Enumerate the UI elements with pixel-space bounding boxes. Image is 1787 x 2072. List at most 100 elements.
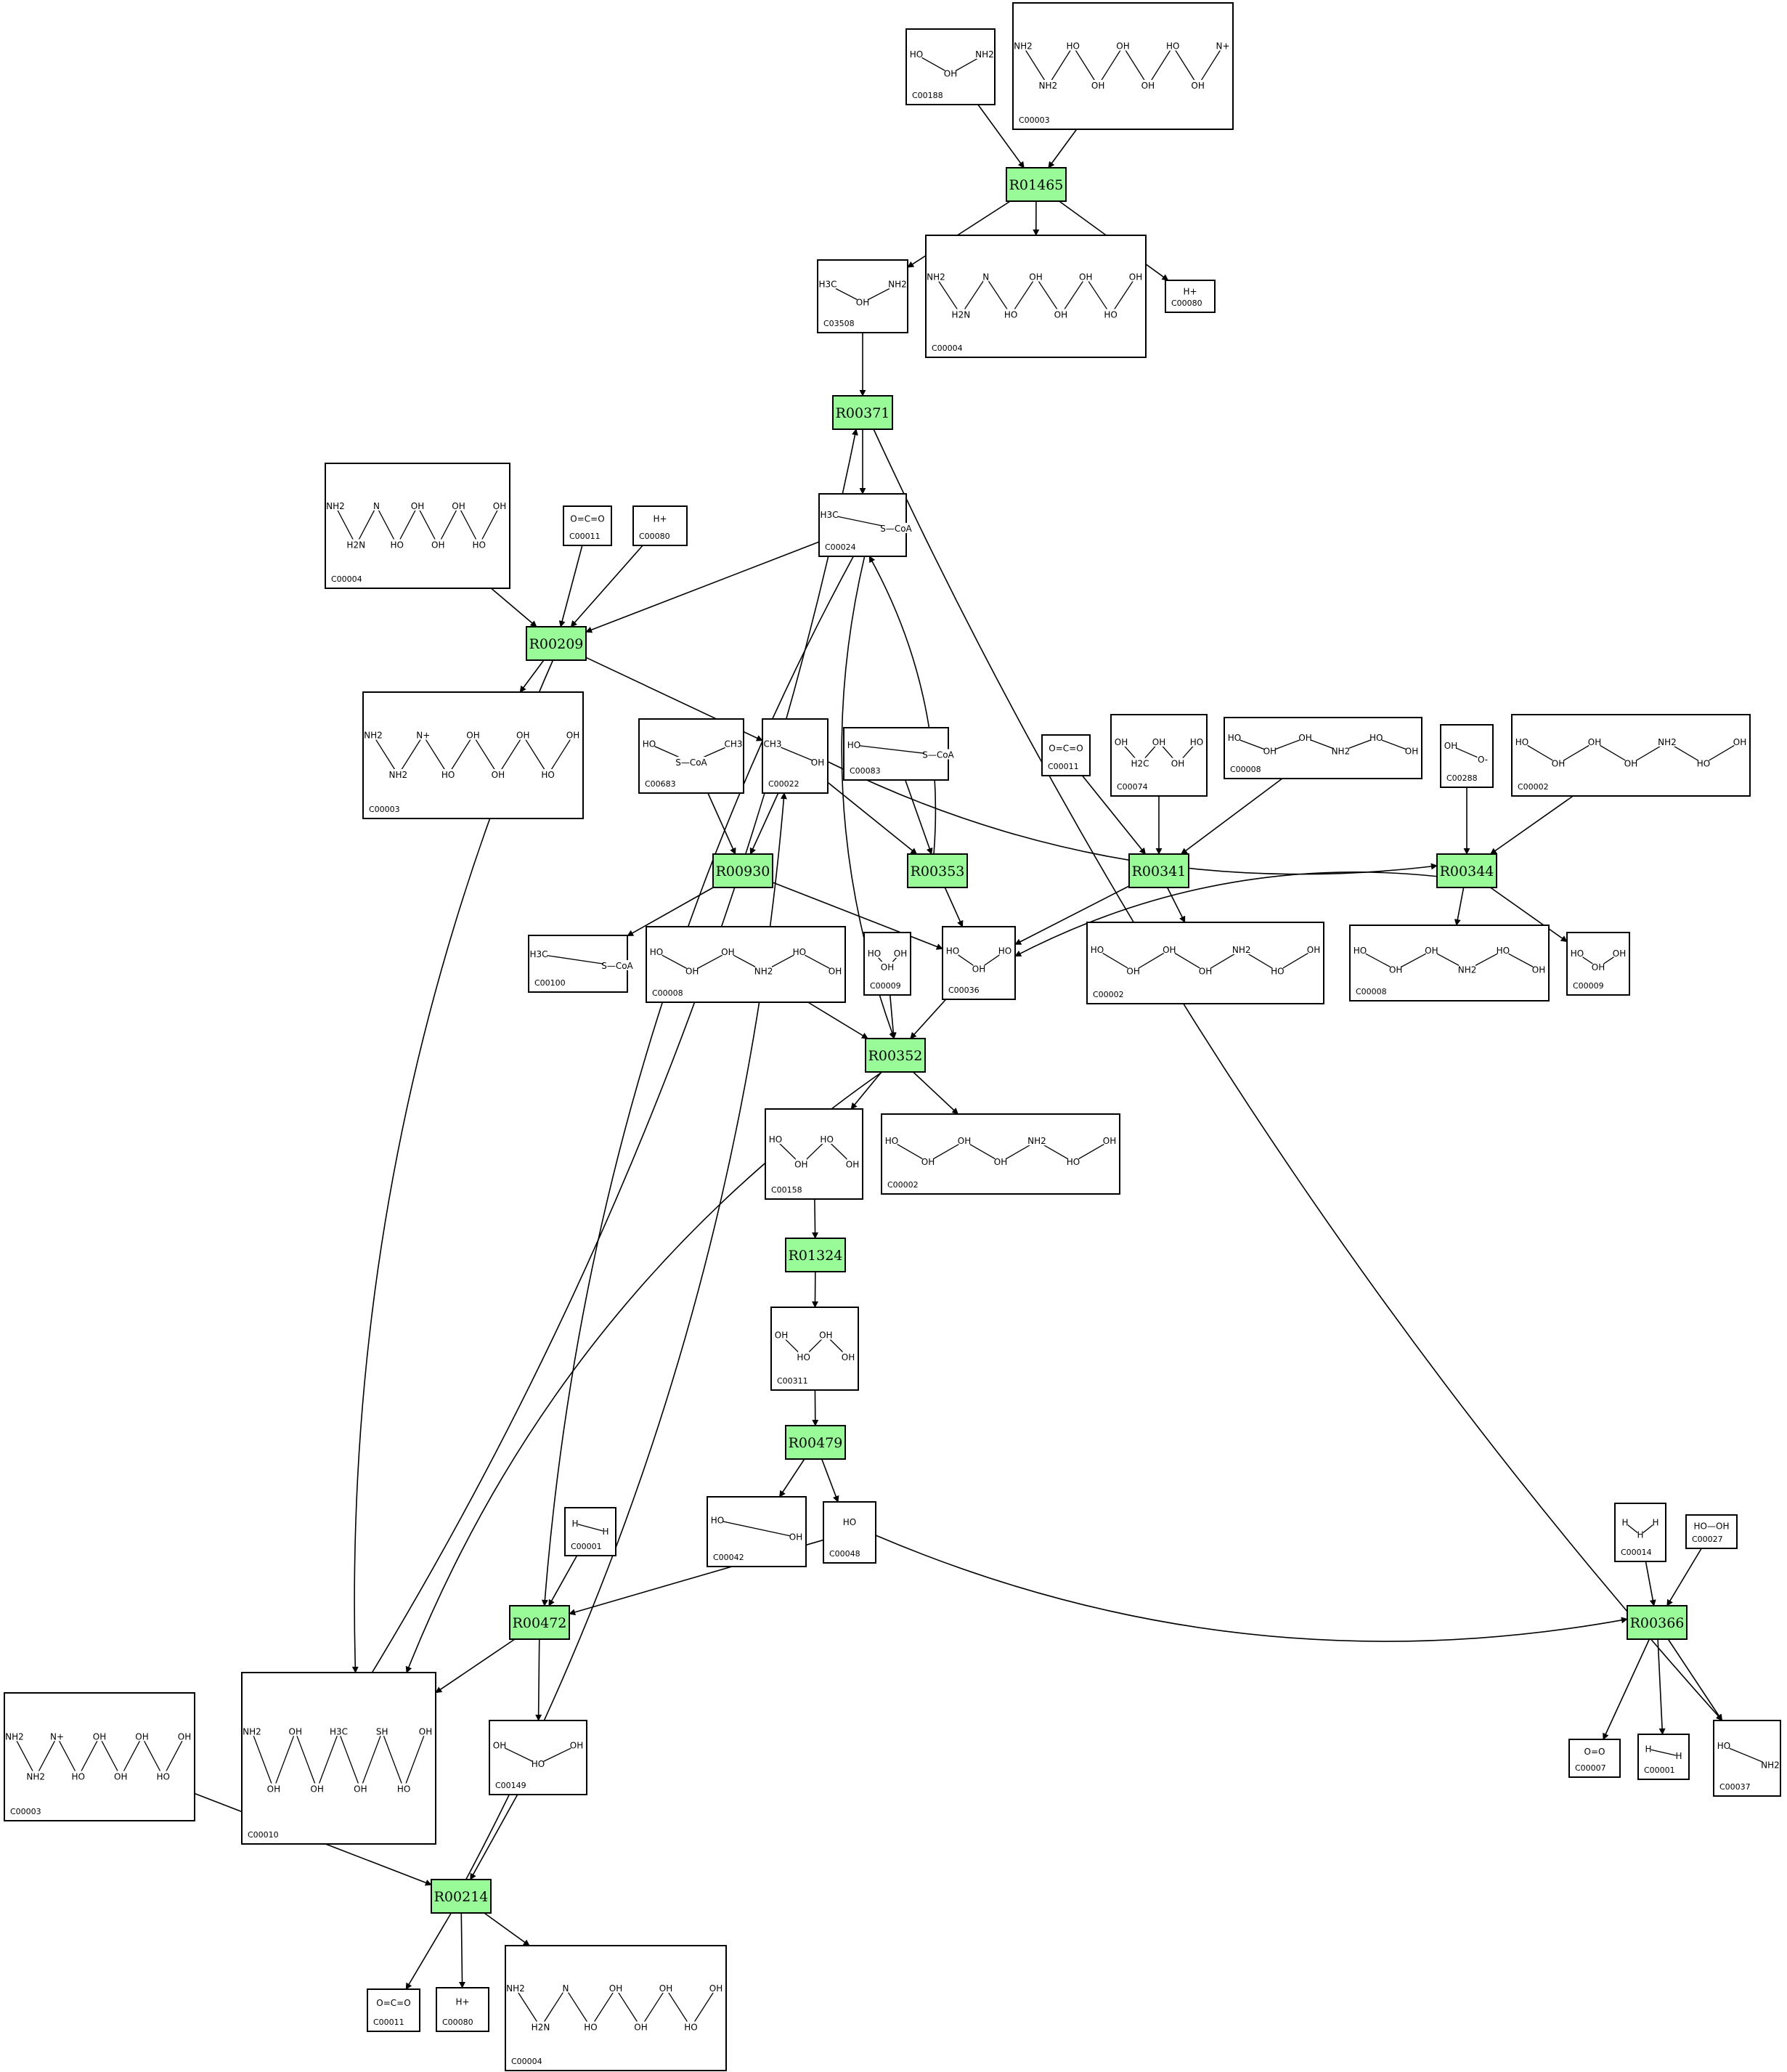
compound-node[interactable]: OHO-C00288	[1440, 724, 1494, 788]
reaction-node[interactable]: R00472	[509, 1605, 570, 1640]
atom-label: OH	[1116, 41, 1129, 52]
reaction-node[interactable]: R00352	[865, 1038, 926, 1073]
reaction-node[interactable]: R00930	[712, 853, 773, 888]
atom-label: NH2	[1332, 747, 1351, 757]
structure-drawing: HO—OH	[1694, 1520, 1730, 1532]
reaction-box	[907, 853, 968, 888]
compound-label: C00002	[1093, 990, 1124, 999]
reaction-node[interactable]: R00371	[832, 395, 893, 430]
atom-label: OH	[894, 948, 907, 959]
atom-label: OH	[1307, 945, 1320, 955]
atom-label: OH	[1152, 737, 1165, 747]
compound-box	[241, 1672, 436, 1845]
compound-node[interactable]: H+C00080	[632, 505, 688, 546]
atom-label: O=C=O	[376, 1998, 410, 2008]
atom-label: HO—OH	[1694, 1522, 1730, 1532]
compound-node[interactable]: H+C00080	[436, 1987, 489, 2032]
atom-label: H2N	[532, 2023, 550, 2033]
edge-c22-r8	[910, 999, 947, 1039]
compound-label: C00288	[1446, 773, 1478, 783]
atom-label: OH	[1103, 1136, 1116, 1146]
compound-node[interactable]: H+C00080	[1165, 280, 1216, 313]
reaction-node[interactable]: R00344	[1436, 853, 1497, 888]
compound-box	[1165, 280, 1216, 313]
reaction-node[interactable]: R00479	[785, 1425, 846, 1460]
compound-label: C00010	[248, 1830, 279, 1840]
compound-label: C00311	[777, 1376, 808, 1386]
edge-r13-c41	[459, 1912, 466, 1988]
compound-label: C00003	[1019, 115, 1050, 125]
reaction-node[interactable]: R00366	[1627, 1605, 1688, 1640]
reaction-node[interactable]: R01324	[785, 1238, 846, 1272]
reaction-node[interactable]: R00353	[907, 853, 968, 888]
atom-label: OH	[1029, 272, 1042, 283]
atom-label: HO	[72, 1772, 85, 1782]
edge-r7-c24	[1454, 887, 1465, 926]
compound-label: C00037	[1719, 1782, 1751, 1792]
compound-label: C00008	[1356, 987, 1387, 996]
reaction-node[interactable]: R00341	[1128, 853, 1189, 888]
reaction-label: R00479	[789, 1435, 843, 1451]
atom-label: OH	[944, 69, 957, 79]
atom-label: H2N	[346, 540, 365, 550]
reaction-node[interactable]: R00209	[526, 626, 587, 661]
compound-box	[1086, 922, 1324, 1004]
atom-label: OH	[881, 962, 894, 972]
reaction-node[interactable]: R00214	[431, 1879, 492, 1914]
edge-r10-c30	[821, 1458, 839, 1503]
reaction-node[interactable]: R01465	[1006, 167, 1067, 202]
atom-label: HO	[1515, 737, 1528, 747]
atom-label: HO	[643, 739, 656, 749]
atom-label: O=C=O	[570, 514, 604, 524]
compound-box	[4, 1692, 195, 1821]
compound-label: C00009	[1573, 981, 1604, 991]
bond-lines	[853, 744, 939, 756]
